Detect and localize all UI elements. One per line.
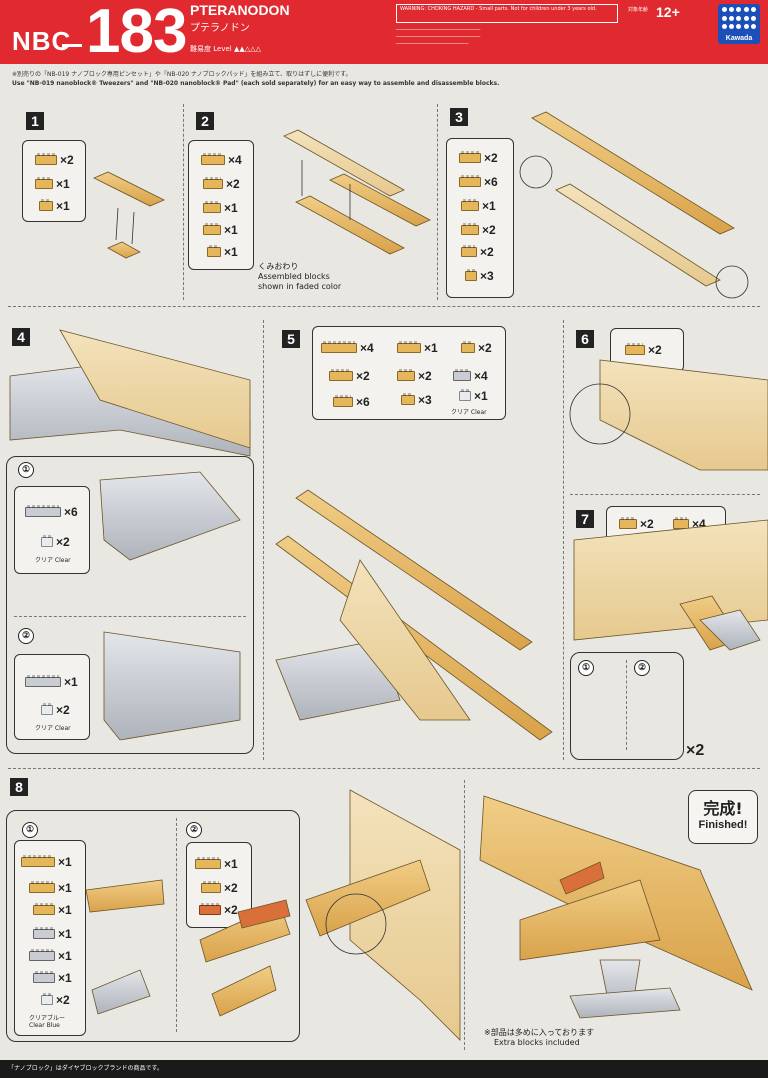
divider [263,320,264,760]
step-5-parts: ×4 ×1 ×2 ×2 ×2 ×4 ×6 ×3 ×1 クリア Clear [312,326,506,420]
rear-view-label: うしろから見た図 Rear side view [576,572,640,589]
step-3-parts: ×2 ×6 ×1 ×2 ×2 ×3 [446,138,514,298]
step-8-number: 8 [10,778,28,796]
step-6-number: 6 [576,330,594,348]
tools-note: ※別売りの「NB-019 ナノブロック専用ピンセット」や「NB-020 ナノブロ… [12,71,500,87]
divider [570,494,760,495]
step-4-sub-1: ① [18,462,34,478]
divider [464,780,465,1050]
footer-bar: 「ナノブロック」はダイヤブロックブランドの商品です。 [0,1060,768,1078]
model-name-en: PTERANODON [190,2,290,18]
step-1-parts: ×2 ×1 ×1 [22,140,86,222]
divider [626,660,627,750]
step-4-detail-box [6,456,254,754]
company-info: ────────────────────────────────────────… [396,27,481,47]
warning-box: WARNING: CHOKING HAZARD - Small parts. N… [396,4,618,23]
step-7-sub-1: ① [578,660,594,676]
step-4-number: 4 [12,328,30,346]
model-name-jp: プテラノドン [190,23,250,34]
extra-blocks-note: ※部品は多めに入っております Extra blocks included [484,1028,595,1047]
step-3-number: 3 [450,108,468,126]
step-8-detail-box [6,810,300,1042]
level-indicator: 難易度 Level ▲▲△△△ [190,45,261,53]
step-8-sub-1: ① [22,822,38,838]
step-8-sub-2-parts: ×1 ×2 ×2 [186,842,252,928]
step-4-sub-2: ② [18,628,34,644]
step-7-number: 7 [576,510,594,528]
step-7-multiplier: ×2 [686,742,705,759]
series-code: NBC [12,26,72,56]
step-4-sub-2-parts: ×1 ×2 クリア Clear [14,654,90,740]
step-6-parts: ×2 [610,328,684,372]
divider [183,104,184,300]
age-rating: 12+ [656,4,680,20]
age-label: 対象年齢 [628,7,649,13]
kawada-logo: Kawada [718,4,760,44]
divider [563,320,564,760]
divider [8,306,760,307]
step-7-parts: ×2 ×4 ×2 ×2 [606,506,726,568]
model-number: 183 [86,0,187,66]
step-1-number: 1 [26,112,44,130]
divider [176,818,177,1032]
series-dash [62,44,82,47]
step-7-detail-box [570,652,684,760]
step-8-sub-2: ② [186,822,202,838]
step-2-parts: ×4 ×2 ×1 ×1 ×1 [188,140,254,270]
faded-note: くみおわり Assembled blocks shown in faded co… [258,262,342,291]
step-7-sub-2: ② [634,660,650,676]
step-5-number: 5 [282,330,300,348]
header-bar: NBC 183 PTERANODON プテラノドン 難易度 Level ▲▲△△… [0,0,768,66]
level-drops-icon: ▲▲△△△ [233,45,261,53]
divider [14,616,246,617]
divider [437,104,438,300]
divider [8,768,760,769]
step-8-sub-1-parts: ×1 ×1 ×1 ×1 ×1 ×1 ×2 クリアブルー Clear Blue [14,840,86,1036]
step-2-number: 2 [196,112,214,130]
finished-badge: 完成! Finished! [688,790,758,844]
step-4-sub-1-parts: ×6 ×2 クリア Clear [14,486,90,574]
